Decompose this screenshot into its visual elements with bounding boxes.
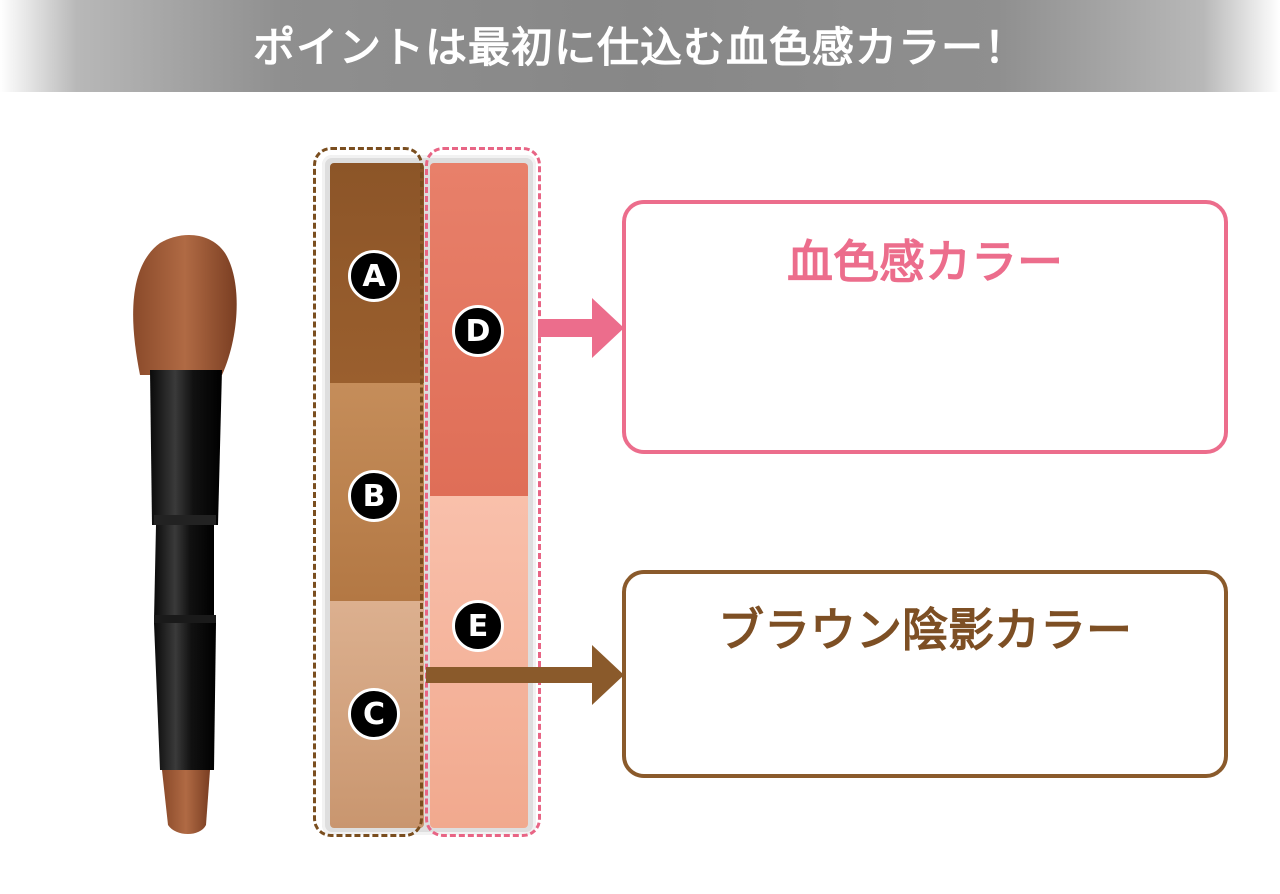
brown-shadow-callout: ブラウン陰影カラー xyxy=(622,570,1228,778)
brown-group-outline xyxy=(313,147,423,837)
arrow-right-icon xyxy=(538,298,624,358)
pink-group-outline xyxy=(425,147,541,837)
callout-title: 血色感カラー xyxy=(787,235,1063,289)
shade-b-label: B xyxy=(348,470,400,522)
title-banner: ポイントは最初に仕込む血色感カラー！ xyxy=(0,0,1280,92)
shade-c-label: C xyxy=(348,688,400,740)
banner-title: ポイントは最初に仕込む血色感カラー！ xyxy=(252,23,1027,72)
blush-color-callout: 血色感カラー xyxy=(622,200,1228,454)
shade-a-label: A xyxy=(348,250,400,302)
callout-title: ブラウン陰影カラー xyxy=(718,603,1132,657)
makeup-brush-icon xyxy=(133,234,237,834)
shade-e xyxy=(430,496,528,828)
arrow-right-icon xyxy=(426,645,624,705)
shade-d-label: D xyxy=(452,305,504,357)
shade-e-label: E xyxy=(452,600,504,652)
